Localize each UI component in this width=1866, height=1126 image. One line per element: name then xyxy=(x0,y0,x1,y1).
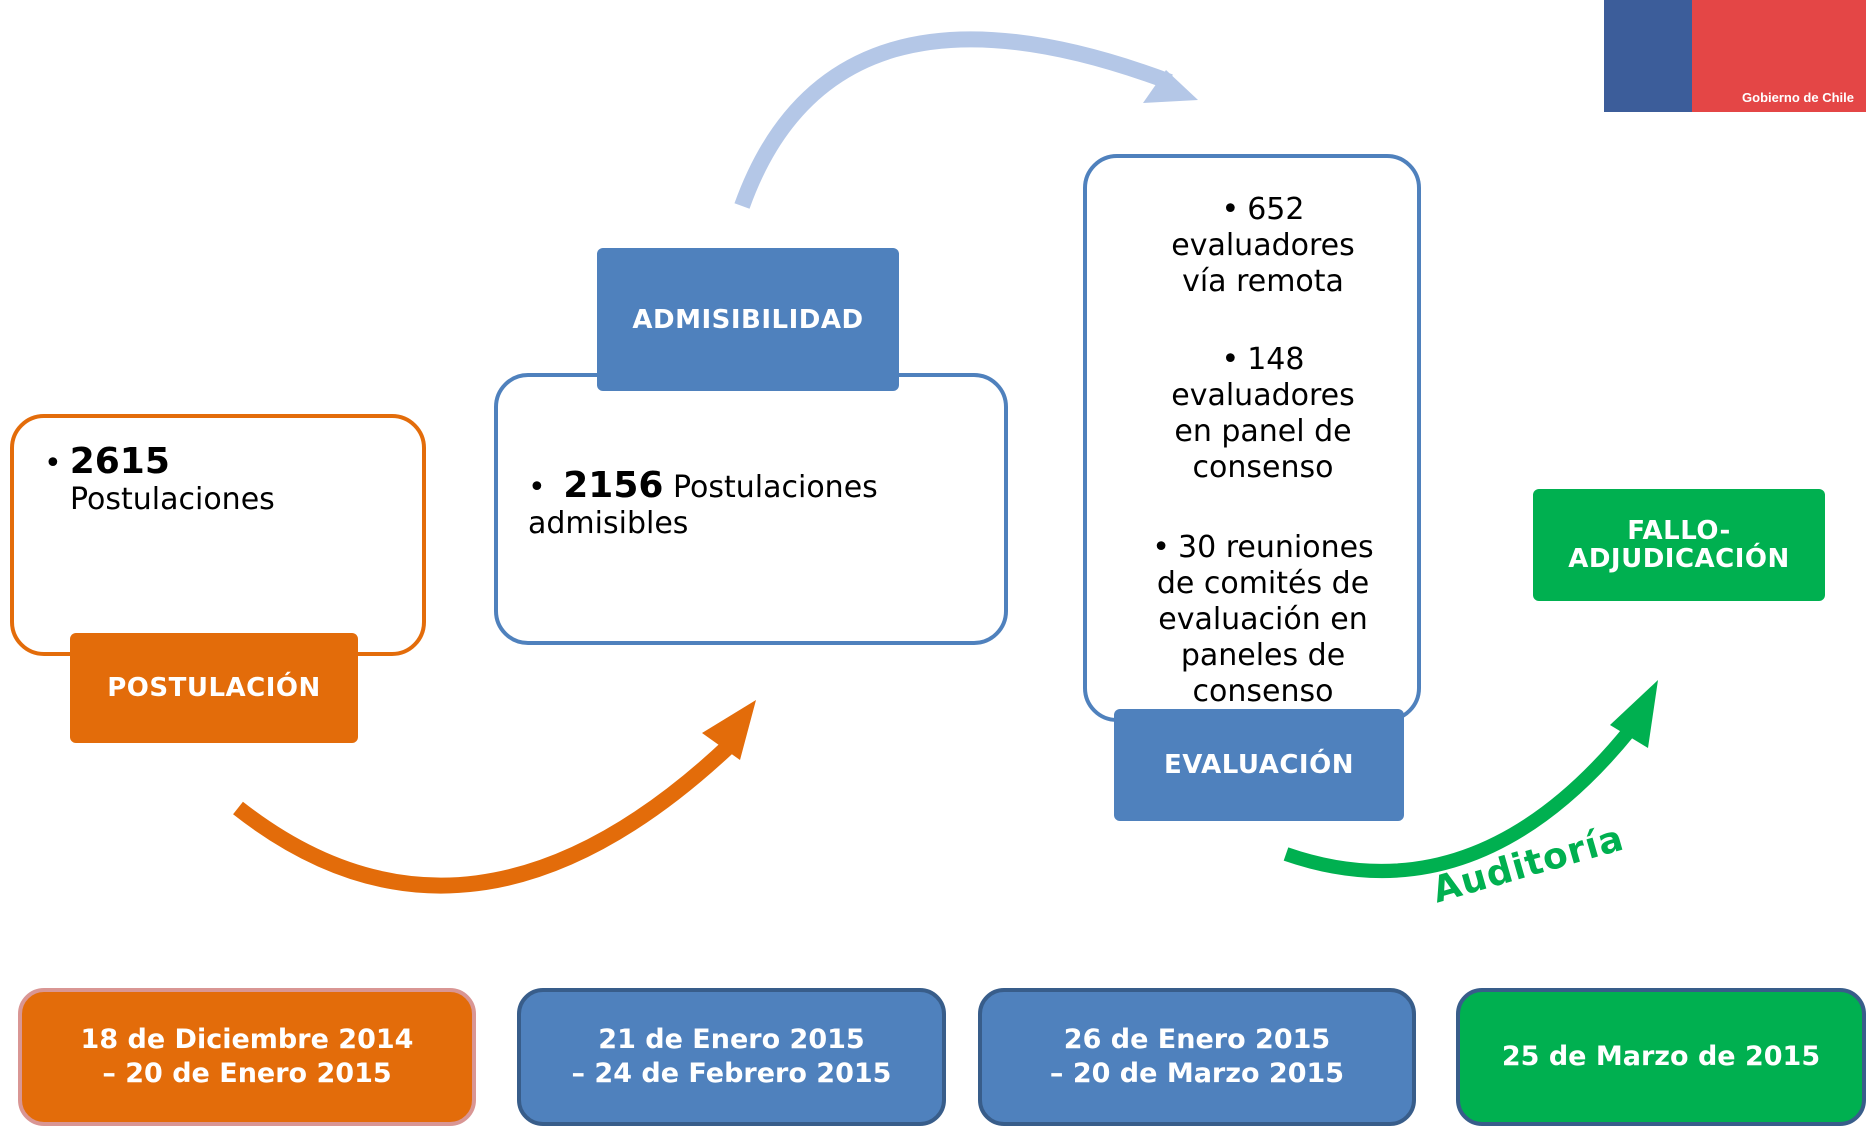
postulacion-stat: •2615 Postulaciones xyxy=(44,441,275,518)
date-box-evaluacion: 26 de Enero 2015 – 20 de Marzo 2015 xyxy=(978,988,1416,1126)
postulacion-box xyxy=(10,414,426,656)
date-line1: 21 de Enero 2015 xyxy=(598,1024,865,1055)
date-box-admisibilidad: 21 de Enero 2015 – 24 de Febrero 2015 xyxy=(517,988,946,1126)
fallo-label: FALLO- ADJUDICACIÓN xyxy=(1533,489,1825,601)
date-line2: – 24 de Febrero 2015 xyxy=(571,1058,892,1089)
light-blue-arrowhead xyxy=(1143,70,1198,103)
date-line2: – 20 de Enero 2015 xyxy=(102,1058,392,1089)
admisibilidad-label: ADMISIBILIDAD xyxy=(597,248,899,391)
date-line1: 26 de Enero 2015 xyxy=(1063,1024,1331,1055)
admisibilidad-stat: • 2156 Postulaciones admisibles xyxy=(528,465,878,542)
date-line1: 18 de Diciembre 2014 xyxy=(80,1024,414,1055)
evaluacion-box xyxy=(1083,154,1421,722)
logo-text: Gobierno de Chile xyxy=(1742,90,1854,105)
fallo-label-line1: FALLO- xyxy=(1627,516,1731,546)
logo-red-block xyxy=(1692,0,1866,112)
evaluacion-item-3: •30 reuniones de comités de evaluación e… xyxy=(1152,530,1374,709)
date-line1: 25 de Marzo de 2015 xyxy=(1501,1041,1821,1072)
light-blue-arrow xyxy=(734,31,1173,209)
postulacion-label: POSTULACIÓN xyxy=(70,633,358,743)
admisibilidad-text: Postulaciones admisibles xyxy=(528,470,878,541)
evaluacion-item-2: •148 evaluadores en panel de consenso xyxy=(1171,342,1355,485)
evaluacion-item-1: •652 evaluadores vía remota xyxy=(1171,192,1355,299)
postulacion-count: 2615 xyxy=(69,441,170,482)
logo-blue-block xyxy=(1604,0,1692,112)
green-arrowhead xyxy=(1610,680,1658,748)
date-box-postulacion: 18 de Diciembre 2014 – 20 de Enero 2015 xyxy=(18,988,476,1126)
date-box-fallo: 25 de Marzo de 2015 xyxy=(1456,988,1866,1126)
admisibilidad-count: 2156 xyxy=(563,465,664,506)
orange-arrowhead xyxy=(702,700,756,760)
green-arrow xyxy=(1283,725,1636,878)
fallo-label-line2: ADJUDICACIÓN xyxy=(1568,544,1790,574)
date-line2: – 20 de Marzo 2015 xyxy=(1049,1058,1345,1089)
orange-arrow xyxy=(233,739,736,894)
evaluacion-label: EVALUACIÓN xyxy=(1114,709,1404,821)
postulacion-text: Postulaciones xyxy=(70,482,275,517)
